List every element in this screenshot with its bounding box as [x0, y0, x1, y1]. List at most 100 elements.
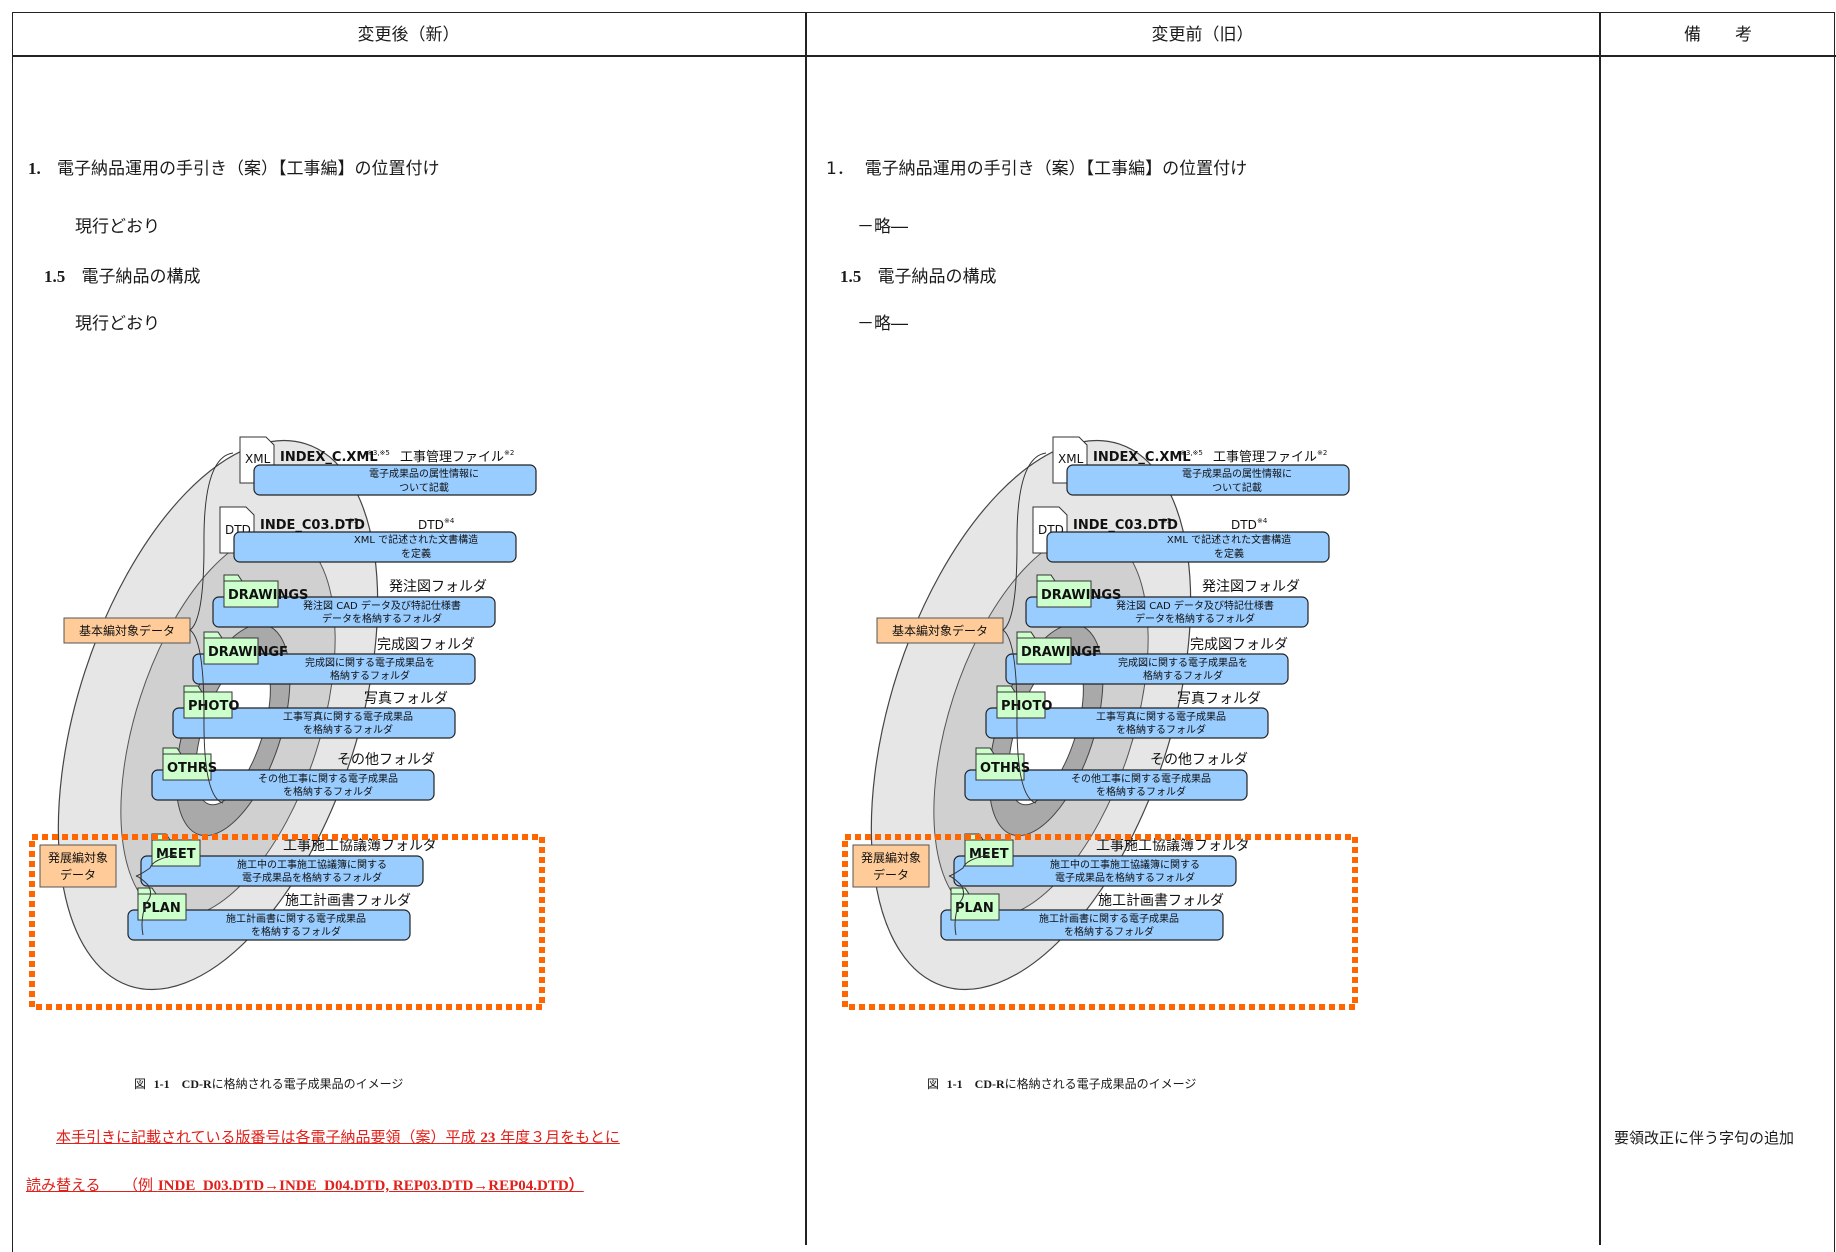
index-file-note: ※3,※5: [367, 449, 390, 457]
folder-meet-desc-2: 電子成果品を格納するフォルダ: [1055, 871, 1195, 884]
folder-othrs-box: [964, 769, 1248, 801]
folder-photo-icon-label: PHOTO: [1001, 699, 1052, 714]
mgmt-desc-2: ついて記載: [1212, 481, 1262, 494]
mgmt-desc-1: 電子成果品の属性情報に: [369, 467, 479, 480]
index-file-note: ※3,※5: [1180, 449, 1203, 457]
folder-photo-icon: [183, 691, 233, 719]
dtd-label: DTD: [418, 518, 444, 532]
folder-meet-icon-label: MEET: [969, 847, 1009, 862]
table-frame: [12, 12, 1835, 1252]
folder-plan-box: [940, 909, 1224, 941]
folder-drawings-title: 発注図フォルダ: [1202, 579, 1300, 595]
folder-drawings-icon-label: DRAWINGS: [1041, 588, 1121, 603]
folder-drawingf-desc-2: 格納するフォルダ: [330, 669, 410, 682]
mgmt-file-title: 工事管理ファイル: [400, 450, 504, 465]
header-new: 変更後（新）: [357, 25, 460, 45]
added-line-2-a: 読み替える （例: [26, 1176, 154, 1194]
folder-othrs-icon: [162, 753, 212, 781]
folder-photo-desc-1: 工事写真に関する電子成果品: [283, 710, 413, 723]
header-divider: [12, 55, 1836, 57]
folder-photo-box: [172, 707, 456, 739]
folder-drawings-desc-1: 発注図 CAD データ及び特記仕様書: [303, 599, 461, 612]
folder-drawings-box: [1025, 596, 1309, 628]
dtd-file-name: INDE_C03.DTD: [1073, 518, 1178, 533]
added-text-line-2: 読み替える （例 INDE_D03.DTD→INDE_D04.DTD, REP0…: [26, 1174, 584, 1195]
header-old: 変更前（旧）: [1151, 25, 1254, 45]
new-caption-number: 1-1 CD-R: [153, 1077, 212, 1091]
folder-drawings-box: [212, 596, 496, 628]
folder-drawingf-title: 完成図フォルダ: [1190, 637, 1288, 653]
basic-data-label: 基本編対象データ: [892, 623, 988, 638]
added-line-1-num: 23: [480, 1130, 496, 1146]
old-caption-prefix: 図: [927, 1077, 940, 1091]
folder-drawingf-box: [192, 653, 476, 685]
folder-othrs-desc-2: を格納するフォルダ: [283, 785, 373, 798]
new-note-1: 現行どおり: [75, 217, 160, 237]
folder-plan-icon: [137, 893, 187, 921]
new-section-title-text: 電子納品運用の手引き（案）【工事編】の位置付け: [56, 159, 440, 179]
folder-photo-desc-2: を格納するフォルダ: [1116, 723, 1206, 736]
folder-drawings-desc-2: データを格納するフォルダ: [1135, 612, 1255, 625]
development-area-border: [842, 834, 1358, 1010]
dtd-file-name: INDE_C03.DTD: [260, 518, 365, 533]
folder-photo-title: 写真フォルダ: [364, 691, 448, 707]
old-section-title-text: 電子納品運用の手引き（案）【工事編】の位置付け: [864, 159, 1248, 179]
folder-meet-title: 工事施工協議簿フォルダ: [1096, 837, 1250, 854]
folder-plan-icon: [950, 893, 1000, 921]
folder-meet-icon: [151, 839, 201, 867]
new-note-2: 現行どおり: [75, 314, 160, 334]
basic-data-label-box: [63, 617, 191, 644]
folder-drawings-desc-1: 発注図 CAD データ及び特記仕様書: [1116, 599, 1274, 612]
folder-drawingf-title: 完成図フォルダ: [377, 637, 475, 653]
folder-plan-desc-1: 施工計画書に関する電子成果品: [226, 912, 366, 925]
folder-drawingf-desc-1: 完成図に関する電子成果品を: [305, 656, 435, 669]
folder-meet-box: [953, 855, 1237, 887]
mgmt-file-title: 工事管理ファイル: [1213, 450, 1317, 465]
folder-othrs-icon: [975, 753, 1025, 781]
folder-plan-desc-2: を格納するフォルダ: [1064, 925, 1154, 938]
old-figure-caption: 図 1-1 CD-Rに格納される電子成果品のイメージ: [927, 1075, 1196, 1092]
basic-data-brace: [189, 452, 234, 804]
folder-plan-title: 施工計画書フォルダ: [1098, 893, 1224, 909]
folder-drawingf-icon-label: DRAWINGF: [208, 645, 288, 660]
old-subsection-title-text: 電子納品の構成: [877, 267, 997, 287]
folder-photo-box: [985, 707, 1269, 739]
old-note-1: －略―: [857, 217, 908, 237]
old-subsection-number: 1.5: [840, 267, 862, 286]
folder-othrs-desc-2: を格納するフォルダ: [1096, 785, 1186, 798]
dtd-box: [233, 531, 517, 563]
development-data-label-box: [852, 844, 930, 888]
mgmt-file-box: [1066, 464, 1350, 496]
folder-drawingf-icon-label: DRAWINGF: [1021, 645, 1101, 660]
dtd-label-note: ※4: [1257, 517, 1268, 525]
added-line-1-b: 年度３月をもとに: [500, 1128, 620, 1146]
index-file-name: INDEX_C.XML: [280, 450, 378, 465]
old-caption-number: 1-1 CD-R: [946, 1077, 1005, 1091]
new-caption-prefix: 図: [134, 1077, 147, 1091]
folder-meet-icon: [964, 839, 1014, 867]
new-caption-text: に格納される電子成果品のイメージ: [211, 1077, 404, 1091]
folder-plan-desc-1: 施工計画書に関する電子成果品: [1039, 912, 1179, 925]
development-data-label-1: 発展編対象: [861, 850, 921, 865]
basic-data-brace: [1002, 452, 1047, 804]
folder-drawingf-icon: [1016, 637, 1072, 665]
dtd-file-note: ※5: [348, 517, 358, 525]
folder-photo-desc-1: 工事写真に関する電子成果品: [1096, 710, 1226, 723]
dtd-label: DTD: [1231, 518, 1257, 532]
new-subsection-number: 1.5: [44, 267, 66, 286]
remarks-text: 要領改正に伴う字句の追加: [1614, 1129, 1795, 1147]
folder-meet-desc-1: 施工中の工事施工協議簿に関する: [1050, 858, 1200, 871]
old-section-title: 1． 電子納品運用の手引き（案）【工事編】の位置付け: [826, 154, 1247, 179]
old-caption-text: に格納される電子成果品のイメージ: [1004, 1077, 1197, 1091]
mgmt-file-note: ※2: [1317, 449, 1327, 457]
added-line-1-a: 本手引きに記載されている版番号は各電子納品要領（案）平成: [56, 1128, 476, 1146]
folder-drawings-icon: [1036, 580, 1092, 608]
added-line-2-example: INDE_D03.DTD→INDE_D04.DTD, REP03.DTD→REP…: [157, 1178, 584, 1194]
folder-drawingf-box: [1005, 653, 1289, 685]
development-data-brace: [948, 854, 990, 936]
folder-plan-desc-2: を格納するフォルダ: [251, 925, 341, 938]
folder-drawings-title: 発注図フォルダ: [389, 579, 487, 595]
folder-meet-desc-1: 施工中の工事施工協議簿に関する: [237, 858, 387, 871]
mgmt-desc-1: 電子成果品の属性情報に: [1182, 467, 1292, 480]
